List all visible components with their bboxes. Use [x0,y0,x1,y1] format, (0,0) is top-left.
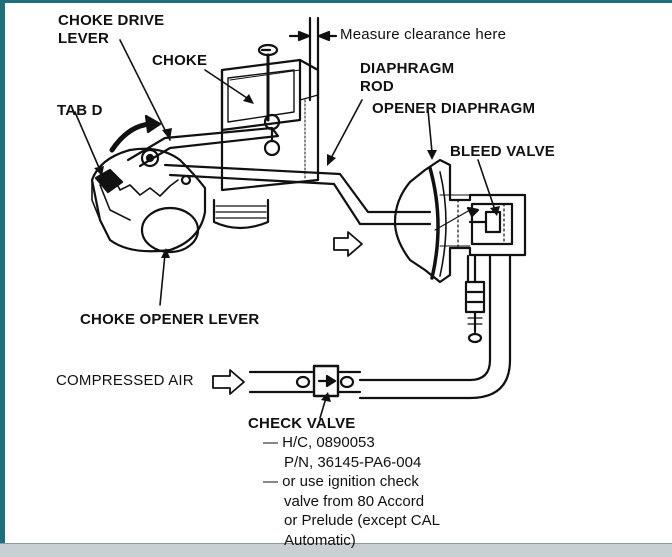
label-measure-clearance: Measure clearance here [340,26,507,43]
choke-opener-lever-body [90,147,207,254]
label-choke: CHOKE [152,52,208,69]
note-line-4: valve from 80 Accord [284,492,425,510]
label-diaphragm-rod-line1: DIAPHRAGM [360,60,455,77]
choke-plate-housing [220,43,320,192]
label-opener-diaphragm: OPENER DIAPHRAGM [372,100,536,117]
label-choke-drive-lever-line2: LEVER [58,30,110,47]
window-top-border [0,0,672,3]
label-choke-drive-lever-line1: CHOKE DRIVE [58,12,165,29]
carburetor-base [212,198,270,230]
leader-lines [74,39,500,419]
note-line-3: — or use ignition check [263,473,419,490]
rotation-arrow [109,114,162,153]
label-diaphragm-rod-line2: ROD [360,78,394,95]
label-compressed-air: COMPRESSED AIR [56,372,194,389]
compressed-air-arrow [212,369,245,395]
opener-diaphragm-assembly [393,158,527,284]
check-valve-assembly [248,364,362,398]
clearance-gap-marks [288,16,338,102]
note-line-5: or Prelude (except CAL [284,512,440,529]
note-line-6: Automatic) [284,531,356,549]
flow-direction-arrow [333,231,363,257]
label-check-valve: CHECK VALVE [248,415,356,432]
window-status-bar [0,543,672,557]
vacuum-hose [358,253,512,400]
note-line-1: — H/C, 0890053 [263,434,375,451]
window-left-border [0,0,5,557]
choke-drive-lever [126,126,280,168]
note-line-2: P/N, 36145-PA6-004 [284,453,422,471]
check-valve-notes: — H/C, 0890053 P/N, 36145-PA6-004 — or u… [263,433,440,550]
label-choke-opener-lever: CHOKE OPENER LEVER [80,311,260,328]
label-bleed-valve: BLEED VALVE [450,143,555,160]
label-tab-d: TAB D [57,102,103,119]
